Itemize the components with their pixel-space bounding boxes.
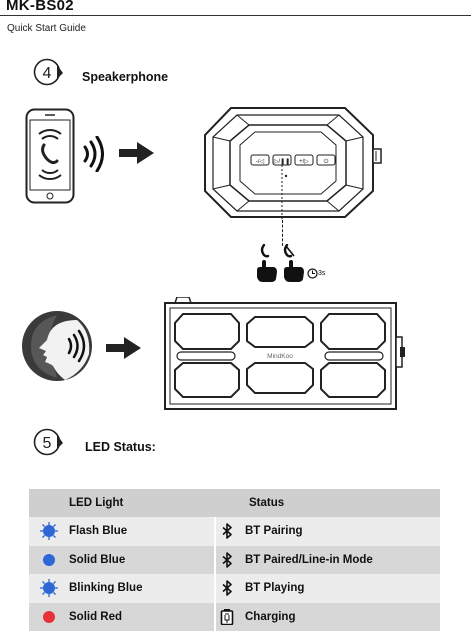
step-4-badge-icon: 4 [33, 58, 63, 86]
led-dot [43, 582, 55, 595]
svg-text:⏻: ⏻ [324, 158, 329, 165]
section-title-speakerphone: Speakerphone [82, 70, 169, 84]
step-4-number: 4 [43, 65, 52, 82]
step-5-badge-icon: 5 [33, 428, 63, 456]
press-hand-icon [284, 260, 304, 282]
flash-ray [53, 535, 56, 539]
flash-ray [42, 581, 45, 585]
battery-charging-icon [220, 609, 234, 626]
led-status-table: LED Light Status Flash Blue BT Pairing S… [29, 489, 440, 632]
flash-ray [42, 524, 45, 528]
bluetooth-icon [222, 580, 232, 597]
led-light-label: Blinking Blue [69, 582, 143, 595]
hold-duration-label: 3s [318, 270, 326, 277]
bluetooth-glyph [222, 523, 232, 540]
led-dot [43, 525, 55, 538]
led-status-label: Charging [245, 611, 296, 624]
brand-logo: MindKoo [267, 353, 293, 360]
answer-call-icon [260, 244, 270, 258]
led-light-label: Flash Blue [69, 525, 128, 538]
battery-terminal [224, 609, 230, 612]
pointer-line [282, 220, 284, 246]
column-header-status: Status [249, 497, 285, 509]
led-light-label: Solid Blue [69, 553, 126, 566]
sound-waves-icon [83, 136, 104, 172]
end-call-icon [283, 244, 295, 258]
table-row: Flash Blue BT Pairing [29, 517, 440, 546]
bluetooth-glyph [222, 580, 232, 597]
speaker-top-view: -/◁ ▷/❚❚ +/▷ ⏻ [204, 107, 382, 220]
table-row: Blinking Blue BT Playing [29, 574, 440, 603]
led-light-label: Solid Red [69, 611, 123, 624]
plug-glyph [224, 613, 230, 624]
bluetooth-icon [222, 523, 232, 540]
bluetooth-icon [222, 552, 232, 568]
bluetooth-glyph [222, 552, 232, 568]
svg-text:-/◁: -/◁ [256, 159, 265, 165]
flash-ray [53, 524, 56, 528]
speaker-front-view: MindKoo [164, 297, 405, 410]
step-5-number: 5 [43, 435, 52, 452]
battery-body [220, 610, 234, 626]
blinking-blue-led-icon [40, 579, 58, 598]
table-row: Solid Blue BT Paired/Line-in Mode [29, 545, 440, 575]
svg-text:▷/❚❚: ▷/❚❚ [274, 158, 290, 165]
header-divider [0, 15, 471, 16]
solid-red-led-icon [43, 611, 55, 624]
smartphone-icon [25, 108, 75, 204]
solid-blue-led-icon [43, 553, 55, 566]
flash-ray [53, 581, 56, 585]
clock-icon [307, 268, 318, 279]
press-hand-icon [257, 260, 277, 282]
table-row: Solid Red Charging [29, 602, 440, 632]
table-header-row: LED Light Status [29, 489, 440, 517]
flash-blue-led-icon [40, 522, 58, 541]
model-number: MK-BS02 [6, 0, 74, 14]
svg-text:+/▷: +/▷ [299, 159, 309, 165]
led-status-label: BT Pairing [245, 525, 303, 538]
flash-ray [42, 535, 45, 539]
led-status-label: BT Paired/Line-in Mode [245, 553, 373, 566]
led-status-label: BT Playing [245, 582, 305, 595]
column-header-led-light: LED Light [69, 497, 124, 509]
led-dot [43, 553, 55, 566]
guide-subtitle: Quick Start Guide [7, 23, 86, 34]
flash-ray [53, 592, 56, 596]
arrow-right-icon [106, 337, 141, 359]
speaking-person-icon [22, 311, 92, 381]
section-title-led-status: LED Status: [85, 440, 156, 454]
arrow-right-icon [119, 142, 154, 164]
flash-ray [42, 592, 45, 596]
led-dot [43, 611, 55, 624]
